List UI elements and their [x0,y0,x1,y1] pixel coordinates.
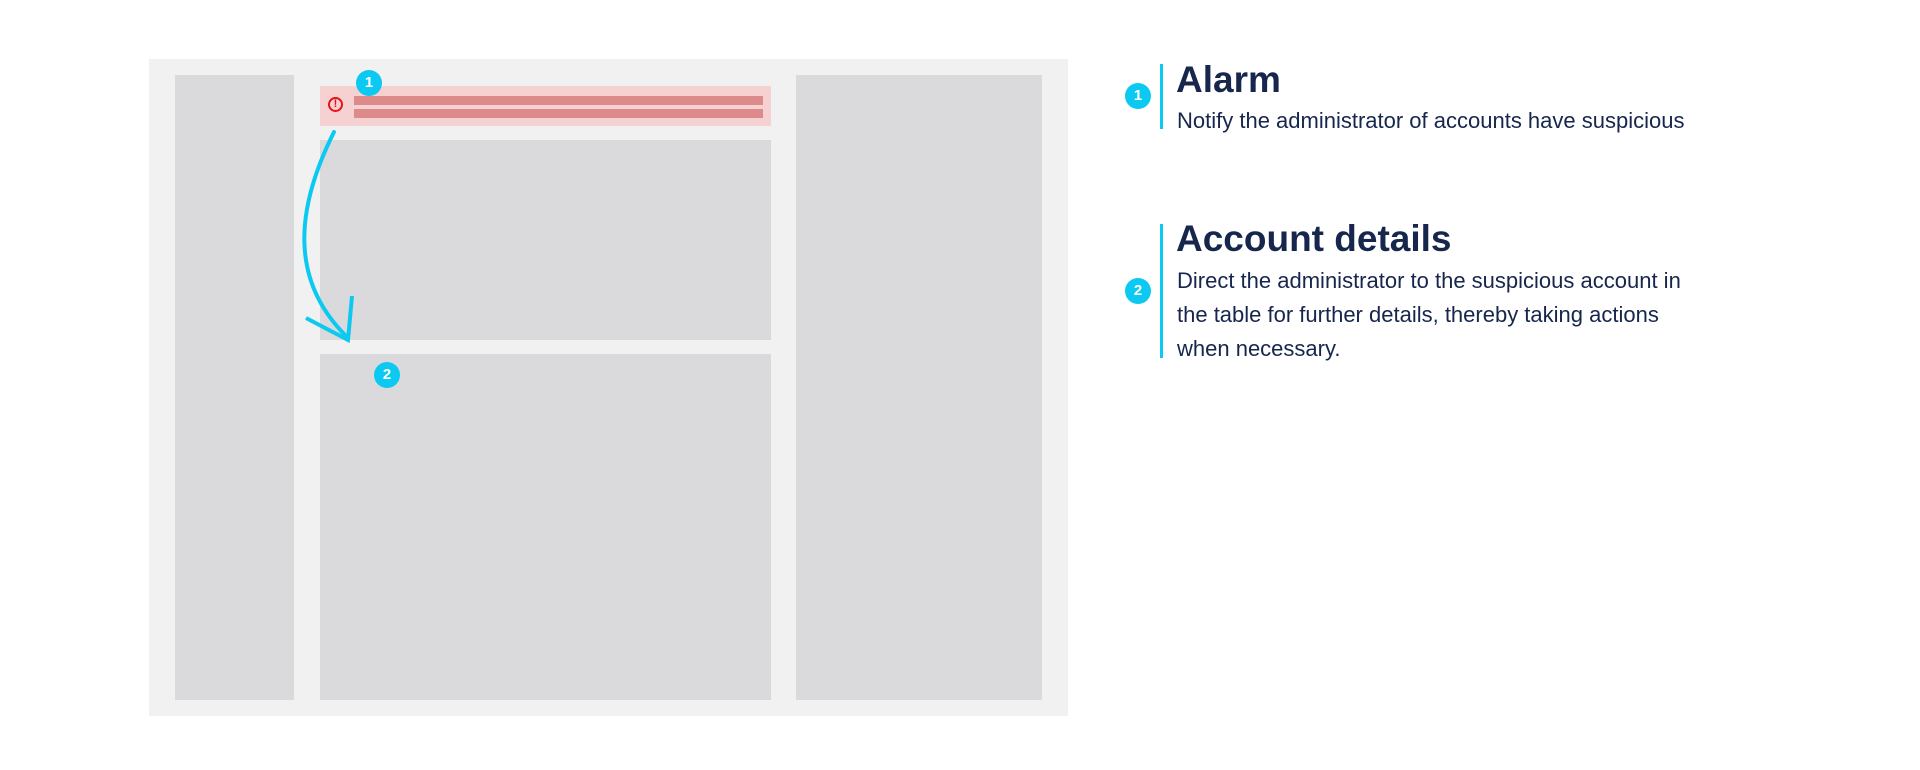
annotation-title-account-details: Account details [1176,218,1452,259]
annotation-badge-2: 2 [1125,278,1151,304]
arrow-head-icon [305,295,354,344]
account-table-placeholder [320,354,771,700]
alarm-text-line [354,96,763,105]
annotation-description-line: when necessary. [1177,336,1341,361]
annotation-badge-1: 1 [1125,83,1151,109]
annotation-description-line: the table for further details, thereby t… [1177,302,1659,327]
annotation-description: Notify the administrator of accounts hav… [1177,108,1685,133]
badge-2: 2 [374,362,400,388]
left-sidebar-placeholder [175,75,294,700]
annotation-divider [1160,224,1163,358]
badge-1: 1 [356,70,382,96]
annotation-description-line: Direct the administrator to the suspicio… [1177,268,1681,293]
alarm-text-line [354,109,763,118]
alarm-banner: ! [320,86,771,126]
content-panel-placeholder [320,140,771,340]
exclamation-circle-icon: ! [328,97,343,112]
right-panel-placeholder [796,75,1042,700]
annotation-title-alarm: Alarm [1176,59,1281,100]
flow-arrow [302,130,354,344]
arrow-curve [302,130,348,338]
annotation-divider [1160,64,1163,129]
